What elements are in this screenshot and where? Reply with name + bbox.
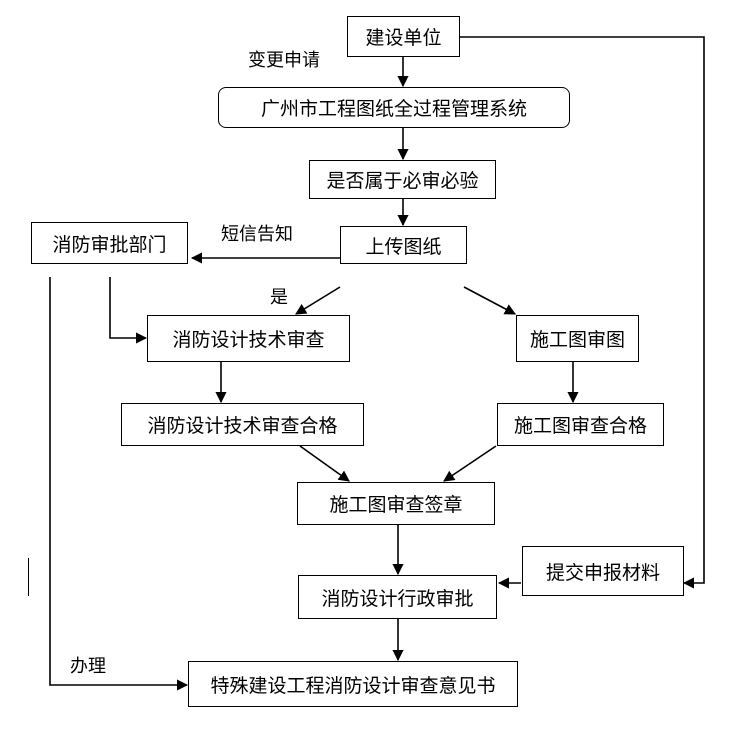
label-yes: 是	[270, 287, 288, 308]
node-fire-tech-review: 消防设计技术审查	[147, 315, 350, 362]
label-handle: 办理	[70, 656, 106, 677]
node-opinion-letter: 特殊建设工程消防设计审查意见书	[188, 661, 518, 707]
label-change-request: 变更申请	[248, 50, 320, 71]
node-fire-approval-dept: 消防审批部门	[31, 222, 188, 264]
label-sms-notice: 短信告知	[221, 224, 293, 245]
arrow-firedept-to-opinion	[49, 277, 189, 691]
node-construction-review: 施工图审图	[516, 315, 639, 362]
arrow-upload-to-firetech	[295, 286, 341, 315]
node-construction-unit: 建设单位	[347, 16, 460, 57]
node-submit-materials: 提交申报材料	[522, 546, 684, 596]
node-sign-seal: 施工图审查签章	[297, 482, 495, 525]
node-fire-tech-pass: 消防设计技术审查合格	[121, 403, 364, 446]
arrow-firedept-to-firetech	[109, 277, 148, 344]
arrow-upload-to-construction	[463, 286, 516, 315]
arrow-firepass-to-seal	[299, 445, 350, 482]
node-fire-admin-approval: 消防设计行政审批	[298, 575, 497, 619]
arrow-unit-to-submit	[460, 36, 705, 589]
edge-mark	[28, 558, 29, 596]
node-upload-drawings: 上传图纸	[340, 226, 467, 264]
node-check-required: 是否属于必审必验	[309, 160, 496, 199]
arrow-constpass-to-seal	[443, 445, 497, 482]
node-construction-pass: 施工图审查合格	[497, 403, 664, 446]
node-management-system: 广州市工程图纸全过程管理系统	[218, 87, 570, 128]
